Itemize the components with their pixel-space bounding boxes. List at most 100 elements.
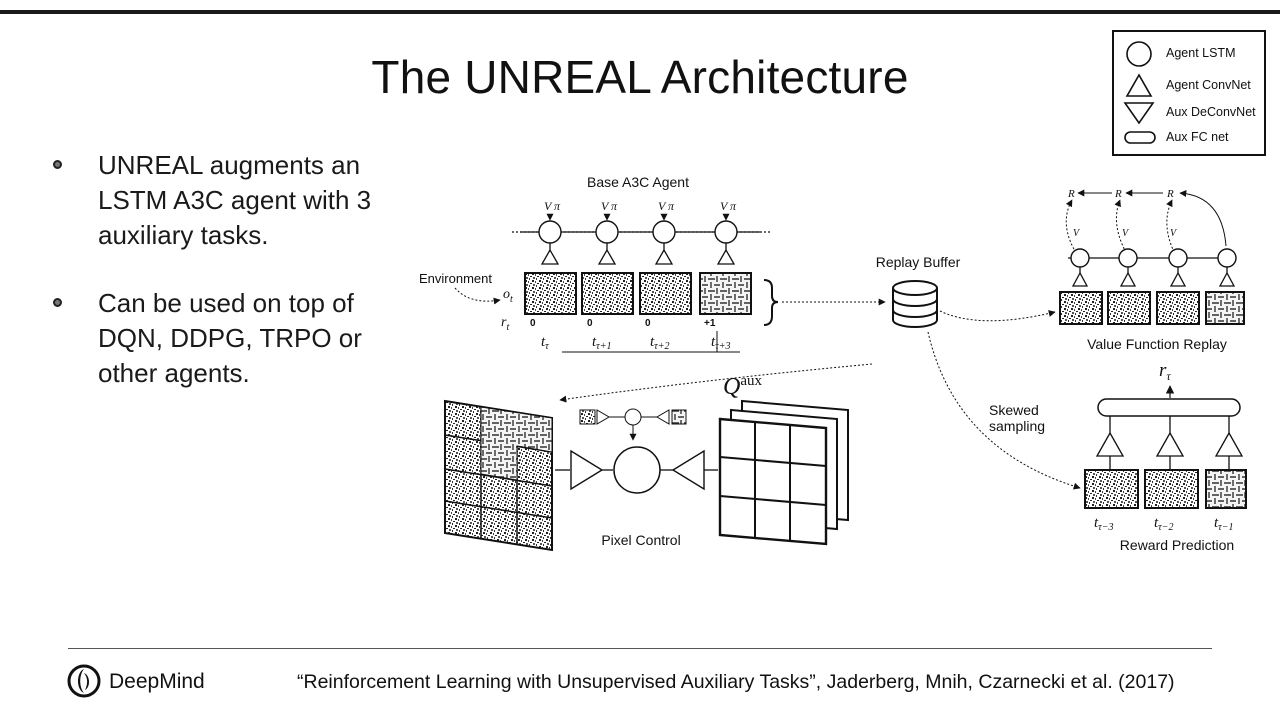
pixel-control-preview: [579, 408, 687, 441]
observation-frame: [1205, 291, 1245, 325]
agent-convnet-node: [716, 248, 736, 265]
aux-fc-net-node: [1097, 398, 1241, 417]
logo-text: DeepMind: [109, 670, 205, 693]
citation: “Reinforcement Learning with Unsupervise…: [297, 671, 1175, 693]
observation-frame: [1205, 469, 1247, 509]
database-icon: [892, 280, 938, 328]
replay-buffer-label: Replay Buffer: [876, 254, 961, 270]
bullet-list: UNREAL augments an LSTM A3C agent with 3…: [50, 148, 410, 424]
reward-prediction-label: Reward Prediction: [1120, 537, 1234, 553]
agent-lstm-node: [652, 220, 676, 244]
agent-lstm-node: [1118, 248, 1138, 268]
q-aux-grid-stack: [718, 399, 849, 546]
circle-icon: [1126, 41, 1152, 67]
agent-convnet-node: [1155, 431, 1185, 457]
footer-rule: [68, 648, 1212, 649]
bullet-text: Can be used on top of DQN, DDPG, TRPO or…: [98, 288, 362, 388]
aux-deconvnet-node: [570, 449, 604, 491]
obs-sub: t: [510, 294, 513, 305]
observation-frame: [1144, 469, 1199, 509]
triangle-up-icon: [1125, 73, 1153, 97]
agent-convnet-node: [1095, 431, 1125, 457]
policy-label: V π: [720, 199, 737, 213]
time-label: tτ+2: [650, 334, 670, 352]
policy-label: V π: [544, 199, 561, 213]
observation-frame: [639, 272, 692, 315]
pixel-control-label: Pixel Control: [601, 532, 680, 548]
reward-value: 0: [587, 318, 593, 329]
observation-frame: [1059, 291, 1103, 325]
svg-text:rt: rt: [501, 315, 509, 333]
vfr-v-label: V: [1170, 228, 1178, 239]
agent-lstm-node: [613, 446, 661, 494]
time-label: tτ: [541, 334, 549, 352]
agent-convnet-node: [671, 449, 705, 491]
obs-label: o: [503, 287, 510, 302]
observation-frame: [524, 272, 577, 315]
agent-convnet-node: [1218, 271, 1236, 287]
agent-lstm-node: [1168, 248, 1188, 268]
observation-frame: [581, 272, 634, 315]
vfr-r-label: R: [1114, 188, 1122, 200]
bullet-item: UNREAL augments an LSTM A3C agent with 3…: [50, 148, 410, 253]
agent-lstm-node: [714, 220, 738, 244]
agent-convnet-node: [540, 248, 560, 265]
agent-convnet-node: [597, 248, 617, 265]
sequence-brace: [763, 279, 779, 326]
page-title: The UNREAL Architecture: [371, 51, 909, 103]
vfr-r-label: R: [1166, 188, 1174, 200]
pixel-grid-image: [444, 399, 553, 552]
time-label: tτ+3: [711, 334, 731, 352]
observation-frame: [1156, 291, 1200, 325]
observation-frame: [1084, 469, 1139, 509]
reward-sub: t: [506, 322, 509, 333]
reward-value: +1: [704, 318, 716, 329]
vfr-v-label: V: [1122, 228, 1130, 239]
agent-lstm-node: [538, 220, 562, 244]
legend-box: Agent LSTM Agent ConvNet Aux DeConvNet A…: [1112, 30, 1266, 156]
legend-row-aux-fc-net: Aux FC net: [1114, 124, 1268, 152]
value-function-replay-label: Value Function Replay: [1087, 336, 1227, 352]
reward-time-label: tτ−2: [1154, 515, 1174, 533]
environment-label: Environment: [419, 271, 492, 286]
agent-lstm-node: [1070, 248, 1090, 268]
skewed-sampling-label: Skewed: [989, 402, 1039, 418]
r-tau-label: rτ: [1159, 360, 1171, 383]
agent-convnet-node: [1214, 431, 1244, 457]
legend-row-agent-lstm: Agent LSTM: [1114, 40, 1268, 68]
bullet-text: UNREAL augments an LSTM A3C agent with 3…: [98, 150, 372, 250]
observation-frame: [1107, 291, 1151, 325]
reward-time-label: tτ−3: [1094, 515, 1114, 533]
top-rule: [0, 10, 1280, 14]
deepmind-logo: DeepMind: [66, 663, 216, 703]
vfr-v-label: V: [1073, 228, 1081, 239]
policy-label: V π: [658, 199, 675, 213]
agent-convnet-node: [654, 248, 674, 265]
q-aux-label: Qaux: [723, 373, 763, 400]
reward-label: r: [501, 315, 507, 330]
reward-time-label: tτ−1: [1214, 515, 1234, 533]
bullet-item: Can be used on top of DQN, DDPG, TRPO or…: [50, 286, 410, 391]
rounded-bar-icon: [1124, 131, 1156, 144]
agent-convnet-node: [1169, 271, 1187, 287]
agent-convnet-node: [1071, 271, 1089, 287]
reward-value: 0: [645, 318, 651, 329]
legend-row-aux-deconvnet: Aux DeConvNet: [1114, 99, 1268, 127]
deepmind-logo-icon: [67, 664, 101, 698]
skewed-sampling-label: sampling: [989, 418, 1045, 434]
triangle-down-icon: [1123, 102, 1155, 125]
bullet-icon: [53, 298, 62, 307]
agent-lstm-node: [1217, 248, 1237, 268]
reward-value: 0: [530, 318, 536, 329]
vfr-r-label: R: [1067, 188, 1075, 200]
policy-label: V π: [601, 199, 618, 213]
base-agent-label: Base A3C Agent: [587, 174, 689, 190]
observation-frame: [699, 272, 752, 315]
agent-convnet-node: [1119, 271, 1137, 287]
agent-lstm-node: [595, 220, 619, 244]
legend-row-agent-convnet: Agent ConvNet: [1114, 72, 1268, 100]
bullet-icon: [53, 160, 62, 169]
time-label: tτ+1: [592, 334, 612, 352]
svg-text:ot: ot: [503, 287, 513, 305]
